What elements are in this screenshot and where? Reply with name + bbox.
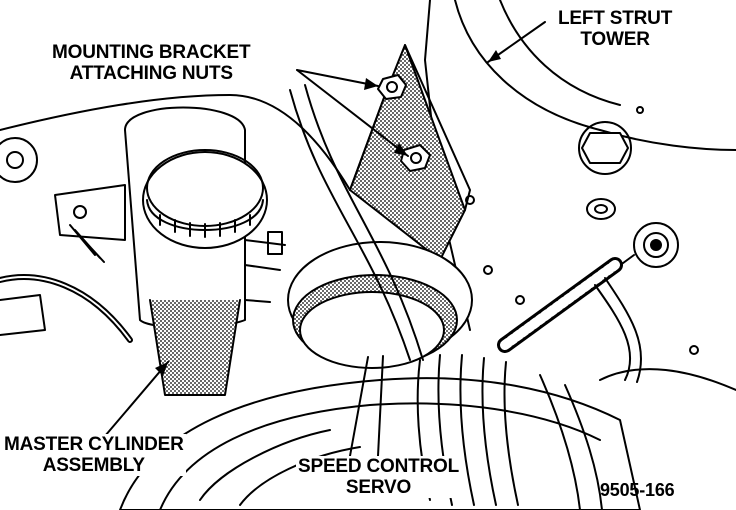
strut-tower-label: LEFT STRUT TOWER: [556, 8, 675, 50]
arrowhead-master: [155, 362, 168, 376]
reservoir-cap: [142, 149, 268, 249]
strut-tower-label-line2: TOWER: [580, 29, 650, 50]
leader-lines: [104, 21, 546, 457]
speed-control-servo-label: SPEED CONTROL SERVO: [296, 456, 462, 498]
intake-hose: [119, 354, 641, 510]
bracket-nut-upper: [377, 74, 407, 100]
leader-servo-2: [377, 355, 384, 457]
strut-bolt: [578, 121, 632, 220]
speed-control-servo-label-line2: SERVO: [345, 477, 412, 498]
left-component: [0, 137, 46, 336]
speed-control-servo: [287, 241, 473, 369]
leader-servo-1: [349, 356, 369, 457]
master-cylinder: [54, 106, 286, 396]
leader-bracket-nut-upper: [296, 69, 379, 87]
strut-tower: [424, 0, 736, 391]
master-cylinder-label-line2: ASSEMBLY: [42, 455, 145, 476]
strut-tower-label-line1: LEFT STRUT: [558, 8, 673, 29]
leader-bracket-nut-lower: [296, 69, 409, 157]
bracket-nut-lower: [400, 144, 431, 172]
mounting-bracket-label-line1: MOUNTING BRACKET: [52, 42, 251, 63]
arrowhead-strut: [488, 50, 501, 62]
mounting-bracket-label: MOUNTING BRACKET ATTACHING NUTS: [50, 42, 253, 84]
speed-control-cable: [0, 84, 424, 361]
wiring-harness: [0, 257, 642, 383]
master-cylinder-label-line1: MASTER CYLINDER: [4, 434, 184, 455]
figure-code: 9505-166: [600, 480, 675, 500]
arrowhead-nut-lower: [394, 143, 408, 156]
leader-master-cylinder: [104, 361, 169, 437]
mounting-bracket-label-line2: ATTACHING NUTS: [69, 63, 233, 84]
master-cylinder-label: MASTER CYLINDER ASSEMBLY: [2, 434, 186, 476]
speed-control-servo-label-line1: SPEED CONTROL: [298, 456, 460, 477]
arrowhead-nut-upper: [364, 78, 378, 90]
